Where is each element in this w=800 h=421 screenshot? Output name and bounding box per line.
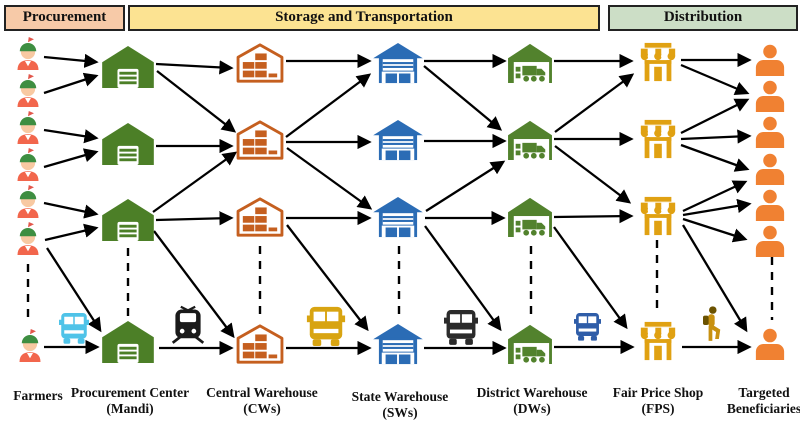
column-label-line: Targeted (738, 385, 790, 400)
stage-header-distribution: Distribution (608, 5, 798, 31)
fps-icon (640, 42, 676, 82)
farmer-icon (17, 148, 39, 181)
mandi-icon (102, 45, 154, 89)
column-label-line: (SWs) (382, 405, 418, 420)
fps-icon (640, 321, 676, 361)
state-warehouse-icon (373, 323, 423, 365)
blue-bus-icon (574, 313, 601, 341)
column-label-line: State Warehouse (351, 389, 449, 404)
column-label-line: (Mandi) (106, 401, 154, 416)
column-label-line: Farmers (13, 388, 63, 403)
walking-person-icon (703, 306, 721, 341)
cyan-bus-icon (59, 313, 89, 344)
column-label-line: (FPS) (641, 401, 675, 416)
stage-header-procurement: Procurement (4, 5, 125, 31)
beneficiary-icon (755, 328, 785, 360)
farmer-icon (17, 111, 39, 144)
column-label-line: Beneficiaries (726, 401, 800, 416)
beneficiary-icon (755, 153, 785, 185)
column-label-line: Fair Price Shop (612, 385, 704, 400)
district-warehouse-icon (508, 324, 552, 365)
fps-icon (640, 119, 676, 159)
central-warehouse-icon (236, 43, 284, 83)
stage-header-storage-transportation: Storage and Transportation (128, 5, 600, 31)
central-warehouse-icon (236, 120, 284, 160)
state-warehouse-icon (373, 42, 423, 84)
flow-arrows-layer (43, 52, 752, 356)
icons-layer (17, 37, 785, 365)
farmer-icon (17, 185, 39, 218)
beneficiary-icon (755, 80, 785, 112)
column-label-central-warehouse: Central Warehouse (CWs) (192, 385, 332, 417)
mandi-icon (102, 320, 154, 364)
beneficiary-icon (755, 225, 785, 257)
farmer-icon (19, 329, 41, 362)
mandi-icon (102, 198, 154, 242)
train-icon (171, 305, 205, 345)
continuation-dashes-layer (26, 240, 774, 320)
column-label-district-warehouse: District Warehouse (DWs) (458, 385, 606, 417)
column-label-line: (DWs) (513, 401, 551, 416)
district-warehouse-icon (508, 120, 552, 161)
state-warehouse-icon (373, 119, 423, 161)
black-bus-icon (444, 310, 478, 345)
column-label-fair-price-shop: Fair Price Shop (FPS) (594, 385, 722, 417)
farmer-icon (17, 74, 39, 107)
beneficiary-icon (755, 116, 785, 148)
state-warehouse-icon (373, 196, 423, 238)
central-warehouse-icon (236, 197, 284, 237)
central-warehouse-icon (236, 324, 284, 364)
fps-icon (640, 196, 676, 236)
beneficiary-icon (755, 189, 785, 221)
mandi-icon (102, 122, 154, 166)
column-label-procurement-center: Procurement Center (Mandi) (60, 385, 200, 417)
district-warehouse-icon (508, 197, 552, 238)
beneficiary-icon (755, 44, 785, 76)
column-label-line: Central Warehouse (206, 385, 318, 400)
column-label-line: Procurement Center (70, 385, 190, 400)
farmer-icon (17, 222, 39, 255)
column-label-line: District Warehouse (476, 385, 588, 400)
column-label-targeted-beneficiaries: Targeted Beneficiaries (706, 385, 800, 417)
yellow-bus-icon (306, 306, 346, 347)
farmer-icon (17, 37, 39, 70)
district-warehouse-icon (508, 43, 552, 84)
column-label-state-warehouse: State Warehouse (SWs) (336, 389, 464, 421)
column-label-line: (CWs) (243, 401, 281, 416)
column-label-farmers: Farmers (0, 388, 76, 404)
